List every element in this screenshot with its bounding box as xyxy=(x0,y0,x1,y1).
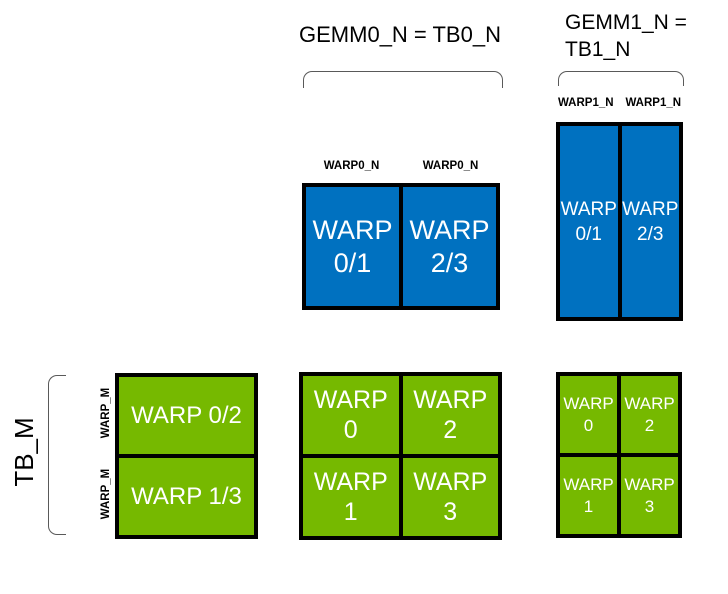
warp0-n-label-left: WARP0_N xyxy=(323,160,380,172)
right-warp-grid-block: WARP 0 WARP 2 WARP 1 WARP 3 xyxy=(556,372,682,538)
warp-2-cell: WARP 2 xyxy=(402,376,498,454)
warp-cell-line1: WARP xyxy=(413,468,488,496)
gemm1-n-title-line1: GEMM1_N = xyxy=(565,11,687,34)
warp-cell-line2: 3 xyxy=(443,498,458,526)
warp-cell-line1: WARP xyxy=(563,474,614,494)
warp-m-label-top: WARP_M xyxy=(100,387,112,439)
warp-cell-line1: WARP xyxy=(409,214,490,245)
warp-cell-line1: WARP xyxy=(624,393,675,413)
center-warp-grid-block: WARP 0 WARP 2 WARP 1 WARP 3 xyxy=(299,372,502,540)
warp-0-cell: WARP 0 xyxy=(303,376,399,454)
warp-1-cell: WARP 1 xyxy=(560,457,617,534)
warp-cell-line2: 1 xyxy=(583,496,594,516)
warp-3-cell: WARP 3 xyxy=(621,457,678,534)
warp-02-cell: WARP 0/2 xyxy=(119,377,254,454)
warp-0-cell: WARP 0 xyxy=(560,376,617,453)
warp-cell-line2: 0 xyxy=(343,416,358,444)
warp-cell-line1: WARP xyxy=(312,214,393,245)
warp-cell-line2: 3 xyxy=(644,496,655,516)
gemm0-warp-23-cell: WARP 2/3 xyxy=(403,187,496,306)
warp0-n-label-row: WARP0_N WARP0_N xyxy=(302,160,500,172)
warp-cell-line1: WARP xyxy=(622,198,679,220)
gemm0-n-bracket xyxy=(303,71,503,88)
gemm1-n-bracket xyxy=(558,71,684,86)
warp-cell-line1: WARP xyxy=(313,386,388,414)
warp0-n-label-right: WARP0_N xyxy=(422,160,479,172)
warp-cell-line1: WARP xyxy=(413,386,488,414)
warp-cell-line2: 1 xyxy=(343,498,358,526)
warp-cell-line2: 2/3 xyxy=(637,223,664,245)
warp-cell-line2: 0/1 xyxy=(575,223,602,245)
warp-2-cell: WARP 2 xyxy=(621,376,678,453)
warp-cell-line2: 0/1 xyxy=(333,247,372,278)
warp-cell-line1: WARP xyxy=(563,393,614,413)
gemm1-accumulator-block: WARP 0/1 WARP 2/3 xyxy=(556,122,683,321)
gemm0-n-title: GEMM0_N = TB0_N xyxy=(299,22,501,47)
warp-cell-line2: 2 xyxy=(443,416,458,444)
gemm0-warp-01-cell: WARP 0/1 xyxy=(306,187,399,306)
gemm1-warp-01-cell: WARP 0/1 xyxy=(560,126,618,317)
gemm0-accumulator-block: WARP 0/1 WARP 2/3 xyxy=(302,183,500,310)
warp-cell-line2: 0 xyxy=(583,415,594,435)
warp-13-cell: WARP 1/3 xyxy=(119,458,254,535)
warp-cell-label: WARP 1/3 xyxy=(131,482,242,510)
warp1-n-label-right: WARP1_N xyxy=(625,97,682,109)
gemm1-warp-23-cell: WARP 2/3 xyxy=(621,126,679,317)
warp-cell-line2: 2/3 xyxy=(430,247,469,278)
gemm1-n-title-line2: TB1_N xyxy=(565,38,631,61)
warp-cell-line1: WARP xyxy=(560,198,617,220)
warp-cell-line1: WARP xyxy=(313,468,388,496)
warp-m-label-bottom: WARP_M xyxy=(100,468,112,520)
warp-cell-line2: 2 xyxy=(644,415,655,435)
warp1-n-label-row: WARP1_N WARP1_N xyxy=(552,97,687,109)
warp-1-cell: WARP 1 xyxy=(303,458,399,536)
warp-3-cell: WARP 3 xyxy=(402,458,498,536)
left-warp-tile-block: WARP 0/2 WARP 1/3 xyxy=(115,373,258,539)
warp1-n-label-left: WARP1_N xyxy=(557,97,614,109)
tb-m-label: TB_M xyxy=(9,417,39,487)
gemm1-n-title: GEMM1_N = TB1_N xyxy=(557,9,689,63)
warp-cell-line1: WARP xyxy=(624,474,675,494)
warp-cell-label: WARP 0/2 xyxy=(131,401,242,429)
tb-m-bracket xyxy=(48,375,66,535)
